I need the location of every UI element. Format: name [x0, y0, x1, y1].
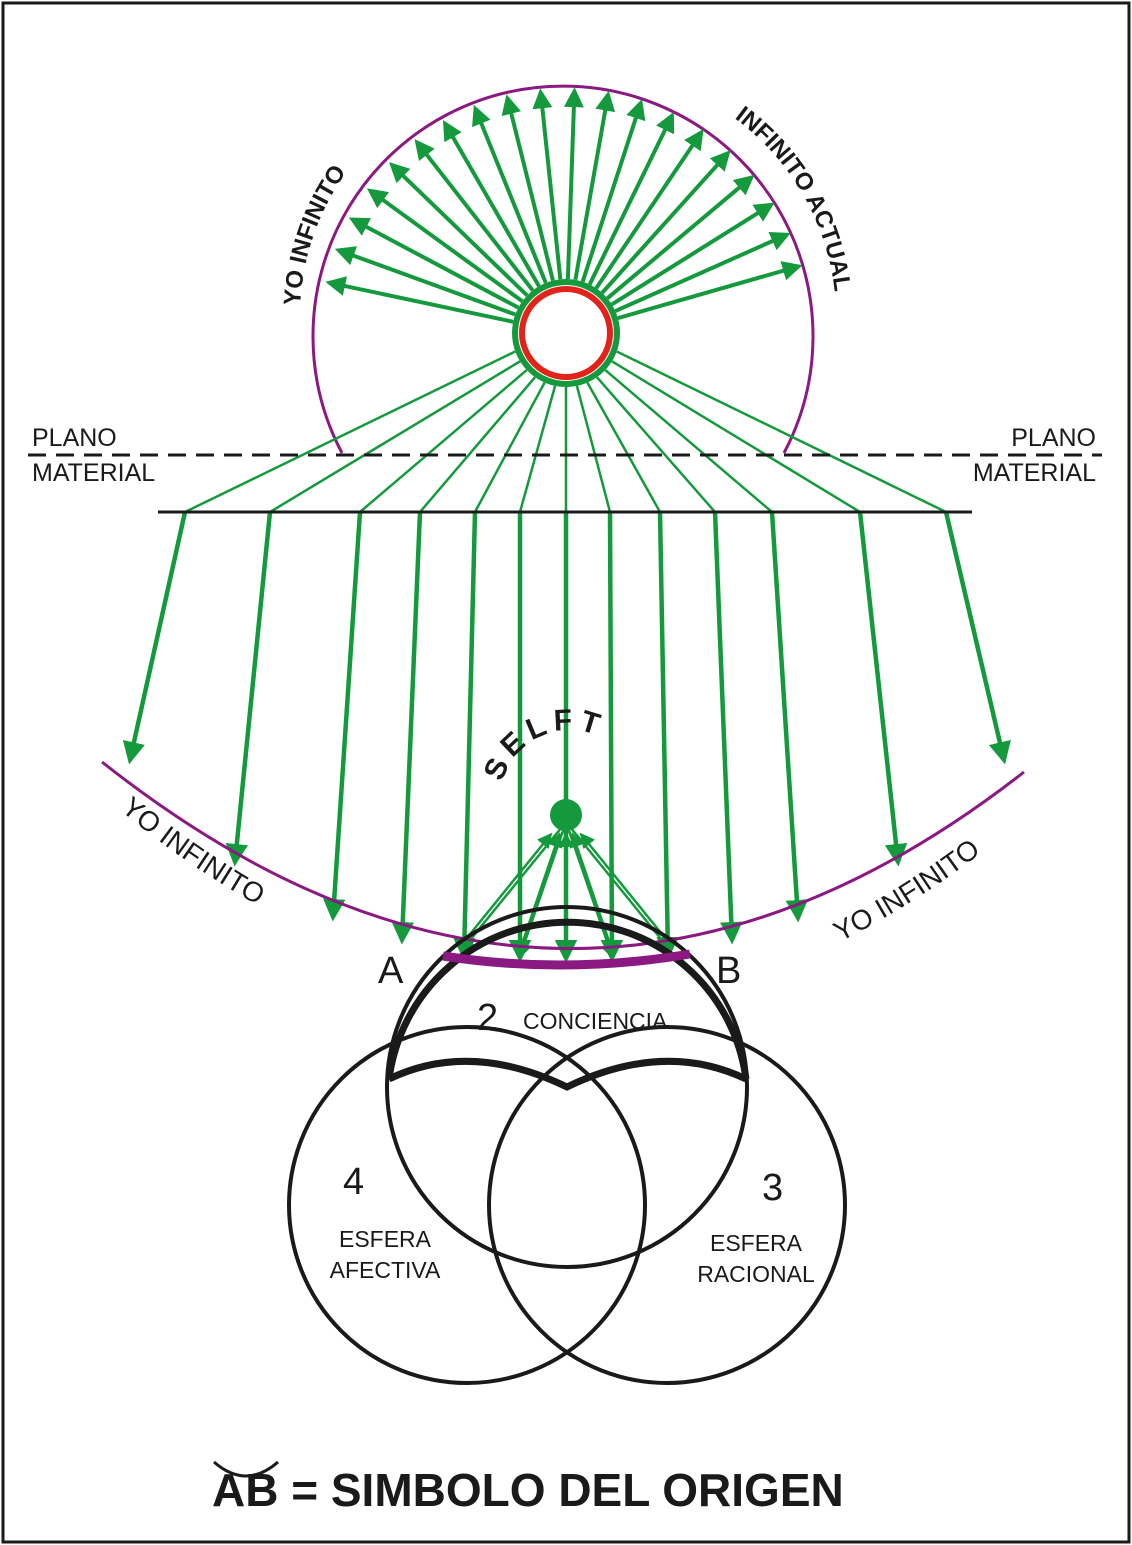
selft-down-ray	[516, 821, 568, 959]
descending-arrow	[600, 511, 624, 963]
selft-label: SELFT	[478, 704, 610, 786]
selft-up-ray	[579, 832, 671, 945]
descending-arrow	[857, 511, 908, 867]
fan-ray	[586, 381, 662, 513]
radial-ray	[334, 246, 516, 317]
radial-ray	[325, 276, 514, 324]
yo-infinito-right-label: YO INFINITO	[828, 833, 985, 948]
conciencia-name: CONCIENCIA	[523, 1008, 668, 1034]
fan-ray	[473, 381, 546, 513]
plano-label-left: PLANO	[32, 424, 117, 452]
racional-line2: RACIONAL	[697, 1261, 815, 1287]
title-arc-mark	[213, 1460, 279, 1478]
conciencia-inner-bulge	[387, 1057, 748, 1091]
radial-ray	[563, 87, 584, 280]
fan-ray	[575, 385, 612, 513]
radial-ray	[587, 111, 675, 286]
fan-ray	[518, 385, 557, 513]
radial-ray	[389, 162, 529, 297]
fan-ray	[419, 376, 536, 513]
infinito-actual-arc-label: INFINITO ACTUAL	[731, 101, 856, 293]
fan-ray	[359, 369, 528, 513]
fan-ray	[269, 360, 521, 514]
radial-rays	[325, 87, 803, 324]
descending-rays	[122, 350, 1011, 963]
afectiva-line1: ESFERA	[339, 1226, 432, 1252]
radial-ray	[617, 261, 803, 321]
circle-racional	[487, 1025, 847, 1385]
radial-ray	[600, 150, 731, 295]
circle-afectiva	[287, 1025, 647, 1385]
radial-ray	[532, 88, 563, 280]
point-a-label: A	[378, 950, 404, 992]
material-label-left: MATERIAL	[32, 459, 155, 487]
radial-ray	[501, 94, 555, 282]
radial-ray	[348, 217, 520, 310]
conciencia-number: 2	[477, 997, 498, 1039]
radial-ray	[606, 174, 755, 300]
selft-up-ray	[461, 832, 553, 945]
afectiva-line2: AFECTIVA	[330, 1257, 441, 1283]
fan-ray	[596, 376, 716, 513]
radial-ray	[594, 129, 704, 290]
radial-ray	[580, 99, 646, 283]
yo-infinito-left-label: YO INFINITO	[116, 791, 270, 911]
radial-ray	[414, 139, 535, 292]
descending-arrow	[943, 511, 1011, 765]
fan-ray	[616, 350, 947, 514]
selft-up-ray	[569, 832, 614, 951]
material-label-right: MATERIAL	[973, 459, 1096, 487]
radial-ray	[472, 104, 548, 284]
descending-arrow	[712, 511, 743, 945]
descending-arrow	[225, 511, 273, 867]
descending-arrow	[122, 511, 188, 765]
radial-ray	[366, 188, 524, 303]
selft-down-ray	[564, 821, 616, 959]
radial-ray	[573, 90, 616, 281]
afectiva-number: 4	[343, 1161, 364, 1203]
fan-ray	[611, 360, 861, 514]
core-circle-red	[519, 286, 613, 380]
radial-ray	[610, 202, 775, 307]
page-title: AB = SIMBOLO DEL ORIGEN	[212, 1464, 844, 1516]
fan-ray	[184, 350, 516, 514]
selft-dot	[550, 799, 582, 831]
descending-arrow	[769, 511, 809, 923]
title-ab: AB	[212, 1464, 278, 1516]
descending-arrow	[656, 511, 679, 960]
ab-origin-arc	[442, 949, 691, 970]
plano-label-right: PLANO	[1011, 424, 1096, 452]
descending-arrow	[453, 511, 478, 961]
title-text: = SIMBOLO DEL ORIGEN	[278, 1464, 843, 1516]
radial-ray	[442, 119, 541, 288]
fan-ray	[604, 369, 773, 513]
radial-ray	[614, 231, 791, 313]
racional-number: 3	[762, 1167, 783, 1209]
yo-infinito-arc	[101, 760, 1025, 950]
infinite-circle	[311, 84, 815, 454]
point-b-label: B	[716, 950, 741, 992]
descending-arrow	[391, 511, 423, 945]
selft-up-ray	[518, 832, 563, 951]
conciencia-outline	[385, 918, 750, 1080]
racional-line1: ESFERA	[710, 1230, 803, 1256]
circle-conciencia	[385, 905, 749, 1269]
descending-arrow	[322, 511, 363, 922]
